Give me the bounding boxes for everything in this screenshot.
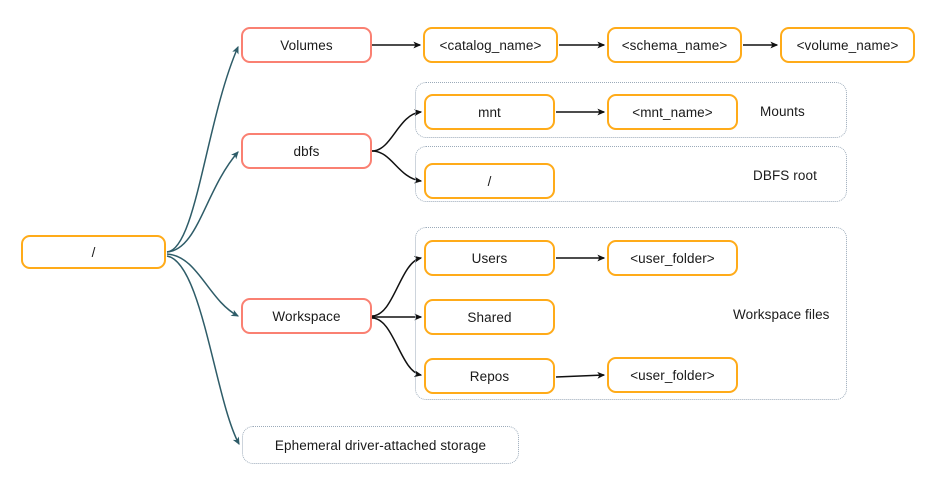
node-volumes[interactable]: Volumes [241,27,372,63]
group-label-dbfs-root: DBFS root [753,168,817,183]
node-repos[interactable]: Repos [424,358,555,394]
node-catalog-name[interactable]: <catalog_name> [423,27,558,63]
node-root[interactable]: / [21,235,166,269]
group-label-workspace-files: Workspace files [733,307,830,322]
node-volume-name[interactable]: <volume_name> [780,27,915,63]
node-dbfs-slash[interactable]: / [424,163,555,199]
node-users[interactable]: Users [424,240,555,276]
node-mnt[interactable]: mnt [424,94,555,130]
edge-root-to-workspace [166,253,240,317]
edge-root-to-volumes [166,45,239,253]
edge-root-to-ephemeral [166,255,240,446]
edge-root-to-dbfs [166,151,239,253]
node-dbfs[interactable]: dbfs [241,133,372,169]
node-users-folder[interactable]: <user_folder> [607,240,738,276]
edge-workspace-to-repos [371,317,423,378]
edge-dbfs-to-dbfs-root [371,150,423,184]
node-shared[interactable]: Shared [424,299,555,335]
node-schema-name[interactable]: <schema_name> [607,27,742,63]
node-mnt-name[interactable]: <mnt_name> [607,94,738,130]
node-workspace[interactable]: Workspace [241,298,372,334]
edge-workspace-to-users [371,255,423,317]
group-label-mounts: Mounts [760,104,805,119]
edge-dbfs-to-mnt [371,109,423,152]
node-ephemeral-storage[interactable]: Ephemeral driver-attached storage [242,426,519,464]
node-repos-folder[interactable]: <user_folder> [607,357,738,393]
